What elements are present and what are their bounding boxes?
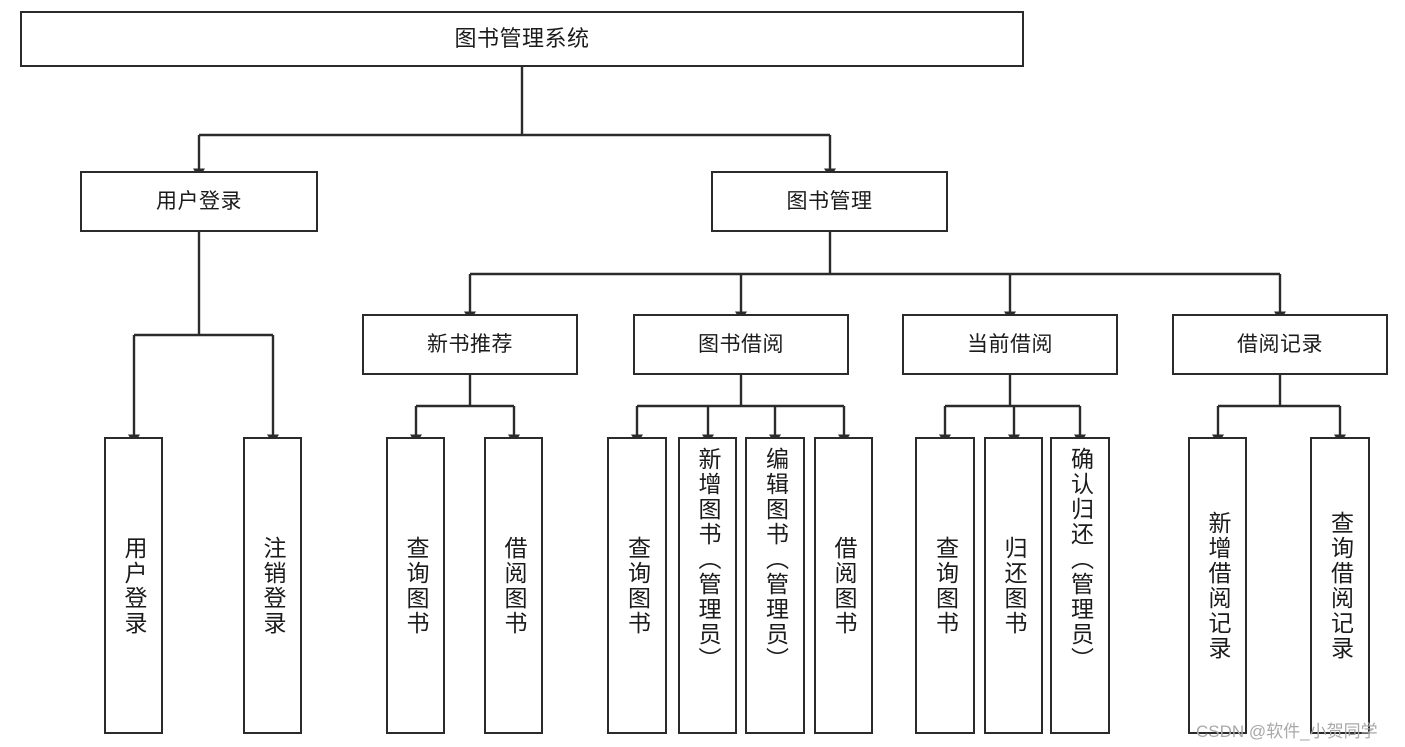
leaf-edit-book-admin-label: 编辑图书（管理员） [762, 447, 789, 672]
node-root-label: 图书管理系统 [454, 25, 590, 51]
leaf-borrow-book-recommend[interactable]: 借阅图书 [484, 437, 543, 734]
node-borrow-record-label: 借阅记录 [1237, 332, 1323, 356]
leaf-query-book-current-label: 查询图书 [932, 535, 959, 636]
leaf-query-book-current[interactable]: 查询图书 [915, 437, 975, 734]
node-current-borrow[interactable]: 当前借阅 [902, 314, 1118, 375]
leaf-add-borrow-record[interactable]: 新增借阅记录 [1188, 437, 1247, 734]
node-book-borrow-label: 图书借阅 [698, 332, 784, 356]
leaf-edit-book-admin[interactable]: 编辑图书（管理员） [745, 437, 805, 734]
leaf-user-login[interactable]: 用户登录 [104, 437, 163, 734]
node-book-manage[interactable]: 图书管理 [711, 171, 948, 232]
leaf-user-login-label: 用户登录 [121, 535, 147, 636]
leaf-return-book[interactable]: 归还图书 [984, 437, 1043, 734]
node-new-book-rec[interactable]: 新书推荐 [362, 314, 578, 375]
leaf-user-logout-label: 注销登录 [260, 535, 286, 636]
leaf-query-book-recommend-label: 查询图书 [403, 535, 429, 636]
csdn-watermark: CSDN @软件_小贺同学 [1196, 722, 1378, 741]
leaf-borrow-book-recommend-label: 借阅图书 [501, 535, 527, 636]
leaf-borrow-book-label: 借阅图书 [831, 535, 857, 636]
leaf-query-book-borrow[interactable]: 查询图书 [607, 437, 667, 734]
leaf-confirm-return-admin-label: 确认归还（管理员） [1067, 447, 1094, 672]
leaf-add-book-admin-label: 新增图书（管理员） [695, 447, 721, 672]
node-borrow-record[interactable]: 借阅记录 [1172, 314, 1388, 375]
leaf-confirm-return-admin[interactable]: 确认归还（管理员） [1050, 437, 1110, 734]
node-book-borrow[interactable]: 图书借阅 [633, 314, 849, 375]
leaf-user-logout[interactable]: 注销登录 [243, 437, 302, 734]
node-user-login-label: 用户登录 [156, 189, 242, 213]
node-user-login[interactable]: 用户登录 [80, 171, 318, 232]
node-new-book-rec-label: 新书推荐 [427, 332, 513, 356]
leaf-query-borrow-record-label: 查询借阅记录 [1327, 510, 1354, 661]
leaf-query-book-borrow-label: 查询图书 [624, 535, 651, 636]
leaf-return-book-label: 归还图书 [1001, 535, 1027, 636]
leaf-query-book-recommend[interactable]: 查询图书 [386, 437, 445, 734]
leaf-add-book-admin[interactable]: 新增图书（管理员） [678, 437, 737, 734]
leaf-borrow-book[interactable]: 借阅图书 [814, 437, 873, 734]
leaf-add-borrow-record-label: 新增借阅记录 [1205, 510, 1231, 661]
node-root[interactable]: 图书管理系统 [20, 11, 1024, 67]
node-book-manage-label: 图书管理 [786, 189, 873, 213]
node-current-borrow-label: 当前借阅 [967, 332, 1053, 356]
leaf-query-borrow-record[interactable]: 查询借阅记录 [1310, 437, 1370, 734]
